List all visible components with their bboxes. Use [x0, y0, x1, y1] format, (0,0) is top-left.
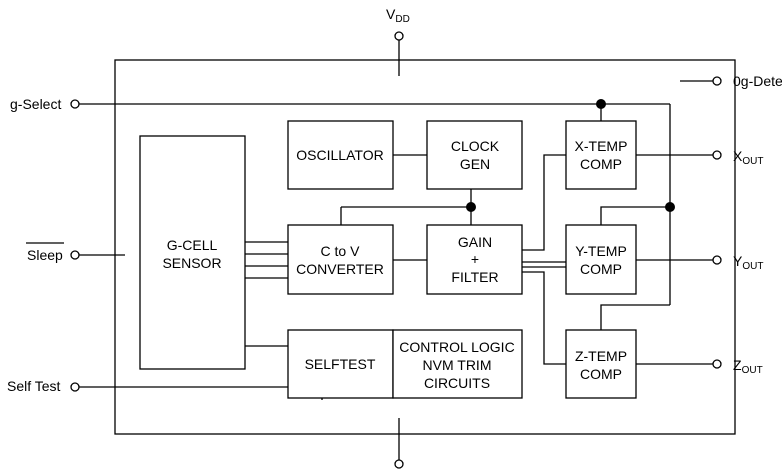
clock-gen-block — [426, 120, 523, 190]
c-to-v-line2: CONVERTER — [296, 261, 384, 277]
y-temp-comp-block — [565, 224, 637, 295]
self-test-label: Self Test — [7, 378, 61, 394]
clock-gen-line1: CLOCK — [451, 138, 500, 154]
g-select-pin — [70, 99, 80, 109]
oscillator-block — [287, 120, 394, 190]
control-logic-line1: CONTROL LOGIC — [399, 339, 514, 355]
x-temp-line2: COMP — [580, 156, 622, 172]
y-temp-line1: Y-TEMP — [575, 243, 627, 259]
chip-outline — [114, 59, 736, 435]
g-cell-sensor-block — [139, 135, 246, 370]
y-out-label: YOUT — [733, 253, 763, 272]
selftest-label: SELFTEST — [305, 356, 376, 372]
z-out-label: ZOUT — [733, 357, 763, 376]
gain-filter-line3: FILTER — [451, 269, 498, 285]
y-out-pin — [712, 255, 722, 265]
vdd-pin — [394, 31, 404, 41]
control-logic-line2: NVM TRIM — [423, 357, 492, 373]
control-logic-line3: CIRCUITS — [424, 375, 490, 391]
sleep-label: Sleep — [27, 247, 63, 263]
g-cell-line2: SENSOR — [162, 255, 221, 271]
z-temp-line2: COMP — [580, 366, 622, 382]
g-cell-line1: G-CELL — [167, 237, 218, 253]
x-out-label: XOUT — [733, 148, 763, 167]
vdd-label: VDD — [386, 6, 410, 25]
z-out-pin — [712, 359, 722, 369]
selftest-block — [287, 329, 394, 399]
g-select-label: g-Select — [10, 96, 61, 112]
control-logic-block — [392, 329, 523, 399]
gain-filter-line1: GAIN — [458, 234, 492, 250]
x-temp-comp-block — [565, 120, 637, 190]
x-temp-line1: X-TEMP — [575, 138, 628, 154]
x-out-pin — [712, 150, 722, 160]
y-temp-line2: COMP — [580, 261, 622, 277]
c-to-v-line1: C to V — [321, 243, 361, 259]
zero-g-detect-label: 0g-Dete — [733, 73, 782, 89]
clock-gen-line2: GEN — [460, 156, 490, 172]
c-to-v-converter-block — [287, 224, 394, 295]
z-temp-line1: Z-TEMP — [575, 348, 627, 364]
oscillator-label: OSCILLATOR — [296, 147, 383, 163]
gain-filter-line2: + — [471, 251, 479, 267]
gain-filter-block — [426, 224, 523, 295]
ground-pin — [394, 459, 404, 469]
z-temp-comp-block — [565, 329, 637, 399]
zero-g-detect-pin — [712, 76, 722, 86]
self-test-pin — [70, 382, 80, 392]
sleep-pin — [70, 250, 80, 260]
